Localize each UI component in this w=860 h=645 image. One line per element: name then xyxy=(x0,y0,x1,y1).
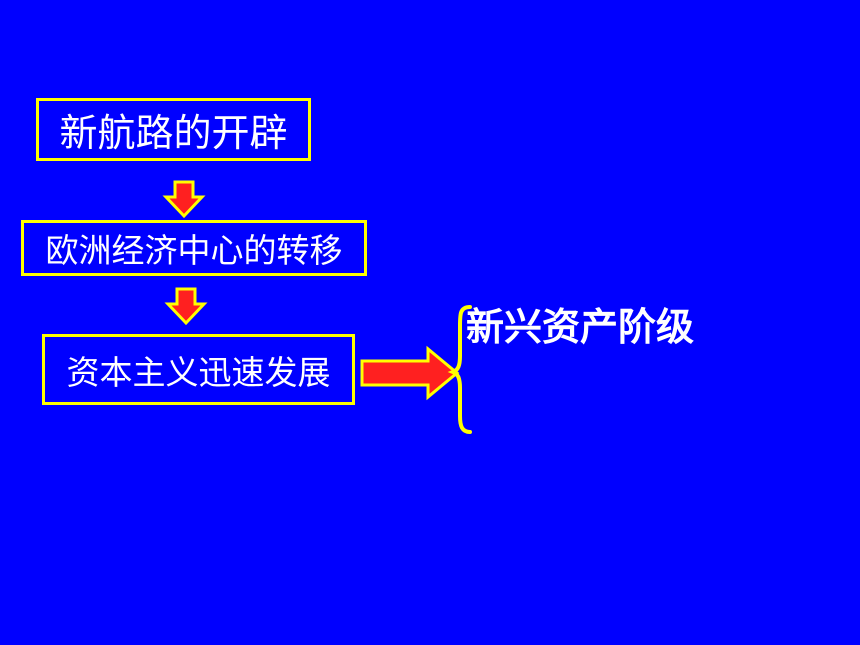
step-box-new-sea-routes: 新航路的开辟 xyxy=(36,98,311,161)
step-label-3: 资本主义迅速发展 xyxy=(66,352,331,392)
step-box-economic-center-shift: 欧洲经济中心的转移 xyxy=(21,220,367,276)
step-label-1: 新航路的开辟 xyxy=(59,111,288,155)
step-box-capitalism-development: 资本主义迅速发展 xyxy=(42,334,355,405)
down-arrow-icon xyxy=(162,180,206,219)
step-label-2: 欧洲经济中心的转移 xyxy=(45,231,343,270)
right-arrow-icon xyxy=(360,345,460,401)
down-arrow-icon xyxy=(164,287,208,326)
result-label-new-bourgeoisie: 新兴资产阶级 xyxy=(466,305,695,349)
curly-brace-icon xyxy=(447,305,472,434)
